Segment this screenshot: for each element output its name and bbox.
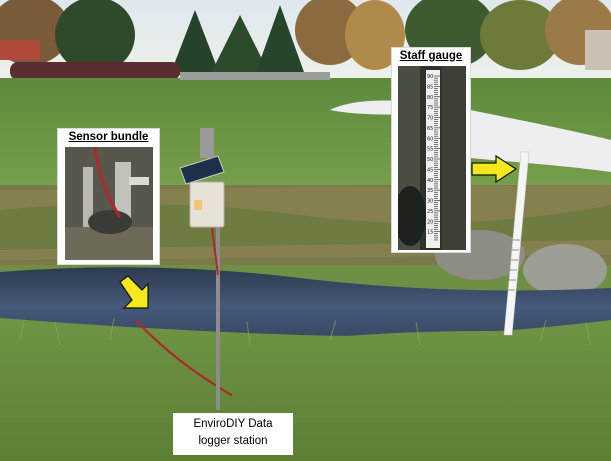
caption-line-1: EnviroDIY Data bbox=[193, 418, 273, 430]
solar-panel bbox=[179, 155, 225, 185]
gauge-tick-label: 30 bbox=[427, 199, 433, 205]
gauge-tick-label: 45 bbox=[427, 167, 433, 173]
rock bbox=[523, 244, 607, 296]
logger-station-caption: EnviroDIY Data logger station bbox=[173, 413, 293, 455]
arrow-right-icon bbox=[471, 154, 518, 184]
gauge-tick-label: 90 bbox=[427, 74, 433, 80]
stream-water bbox=[0, 267, 611, 345]
staff-gauge-label: Staff gauge bbox=[399, 50, 463, 62]
staff-gauge-pole bbox=[503, 151, 530, 336]
gauge-tick-label: 70 bbox=[427, 116, 433, 122]
sensor-bundle-photo bbox=[65, 147, 153, 260]
data-logger-station bbox=[179, 128, 225, 410]
gauge-tick-label: 60 bbox=[427, 136, 433, 142]
gauge-tick-label: 55 bbox=[427, 147, 433, 153]
sensor-bundle-label: Sensor bundle bbox=[68, 131, 149, 143]
gauge-tick-label: 50 bbox=[427, 157, 433, 163]
gauge-tick-label: 35 bbox=[427, 188, 433, 194]
gauge-tick-label: 15 bbox=[427, 230, 433, 236]
gauge-tick-label: 20 bbox=[427, 219, 433, 225]
caption-line-2: logger station bbox=[198, 435, 268, 447]
staff-gauge-inset: Staff gauge 90 85 80 75 70 65 60 55 50 45 40 35 30 25… bbox=[391, 47, 471, 253]
gauge-tick-label: 75 bbox=[427, 105, 433, 111]
gauge-tick-label: 85 bbox=[427, 84, 433, 90]
front-grass bbox=[0, 318, 611, 461]
gauge-tick-label: 80 bbox=[427, 95, 433, 101]
gauge-tick-label: 25 bbox=[427, 209, 433, 215]
gauge-tick-label: 40 bbox=[427, 178, 433, 184]
arrow-down-right-icon bbox=[119, 275, 149, 309]
staff-gauge-photo: 90 85 80 75 70 65 60 55 50 45 40 35 30 25 20 15 bbox=[398, 66, 466, 250]
gauge-tick-label: 65 bbox=[427, 126, 433, 132]
sensor-cable bbox=[134, 319, 233, 397]
sensor-bundle-inset: Sensor bundle bbox=[57, 128, 160, 265]
